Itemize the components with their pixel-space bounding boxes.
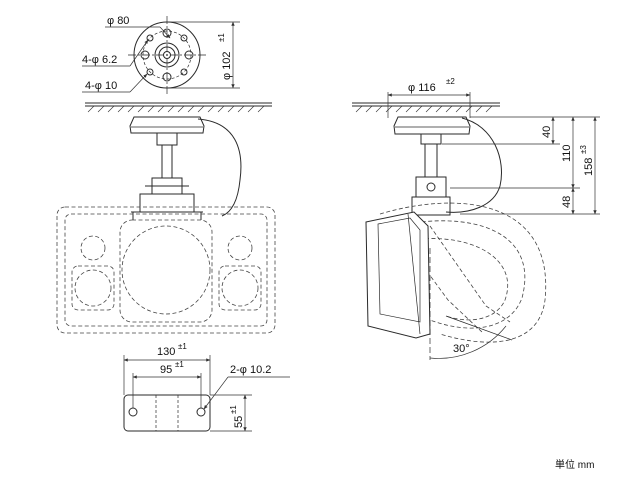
hole-pitch-label: 95 <box>160 364 172 376</box>
unit-label: 単位 mm <box>555 458 594 471</box>
tilt-angle-label: 30° <box>453 343 470 355</box>
total-height-tol: ±3 <box>579 145 588 154</box>
large-holes-label: 4-φ 10 <box>85 80 117 92</box>
side-mount <box>393 116 502 216</box>
side-speaker-tilted <box>365 202 547 360</box>
bracket-holes-label: 2-φ 10.2 <box>230 364 271 376</box>
base-height-label: 40 <box>541 126 553 138</box>
bracket-dimensions <box>123 355 290 432</box>
hole-pitch-tol: ±1 <box>175 360 184 369</box>
front-mount <box>129 116 242 220</box>
top-view-dimensions <box>82 21 240 93</box>
side-ceiling <box>352 102 500 113</box>
flange-diameter-tol: ±1 <box>217 33 226 42</box>
front-speaker-cabinet <box>56 206 276 334</box>
bracket-width-label: 130 <box>157 346 175 358</box>
bracket-height-label: 48 <box>561 196 573 208</box>
bracket-width-tol: ±1 <box>178 342 187 351</box>
base-diameter-label: φ 116 <box>408 82 436 94</box>
total-height-label: 158 <box>583 158 595 176</box>
small-holes-label: 4-φ 6.2 <box>82 54 117 66</box>
side-dimensions <box>387 92 600 215</box>
bracket-plate <box>123 394 211 432</box>
top-view-flange <box>128 16 206 94</box>
bracket-height-dim-tol: ±1 <box>229 405 238 414</box>
bracket-height-dim-label: 55 <box>233 416 245 428</box>
front-ceiling <box>85 102 272 113</box>
pcd-diameter-label: φ 80 <box>107 15 129 27</box>
base-diameter-tol: ±2 <box>446 77 455 86</box>
arm-height-label: 110 <box>561 144 573 162</box>
flange-diameter-label: φ 102 <box>221 51 233 80</box>
